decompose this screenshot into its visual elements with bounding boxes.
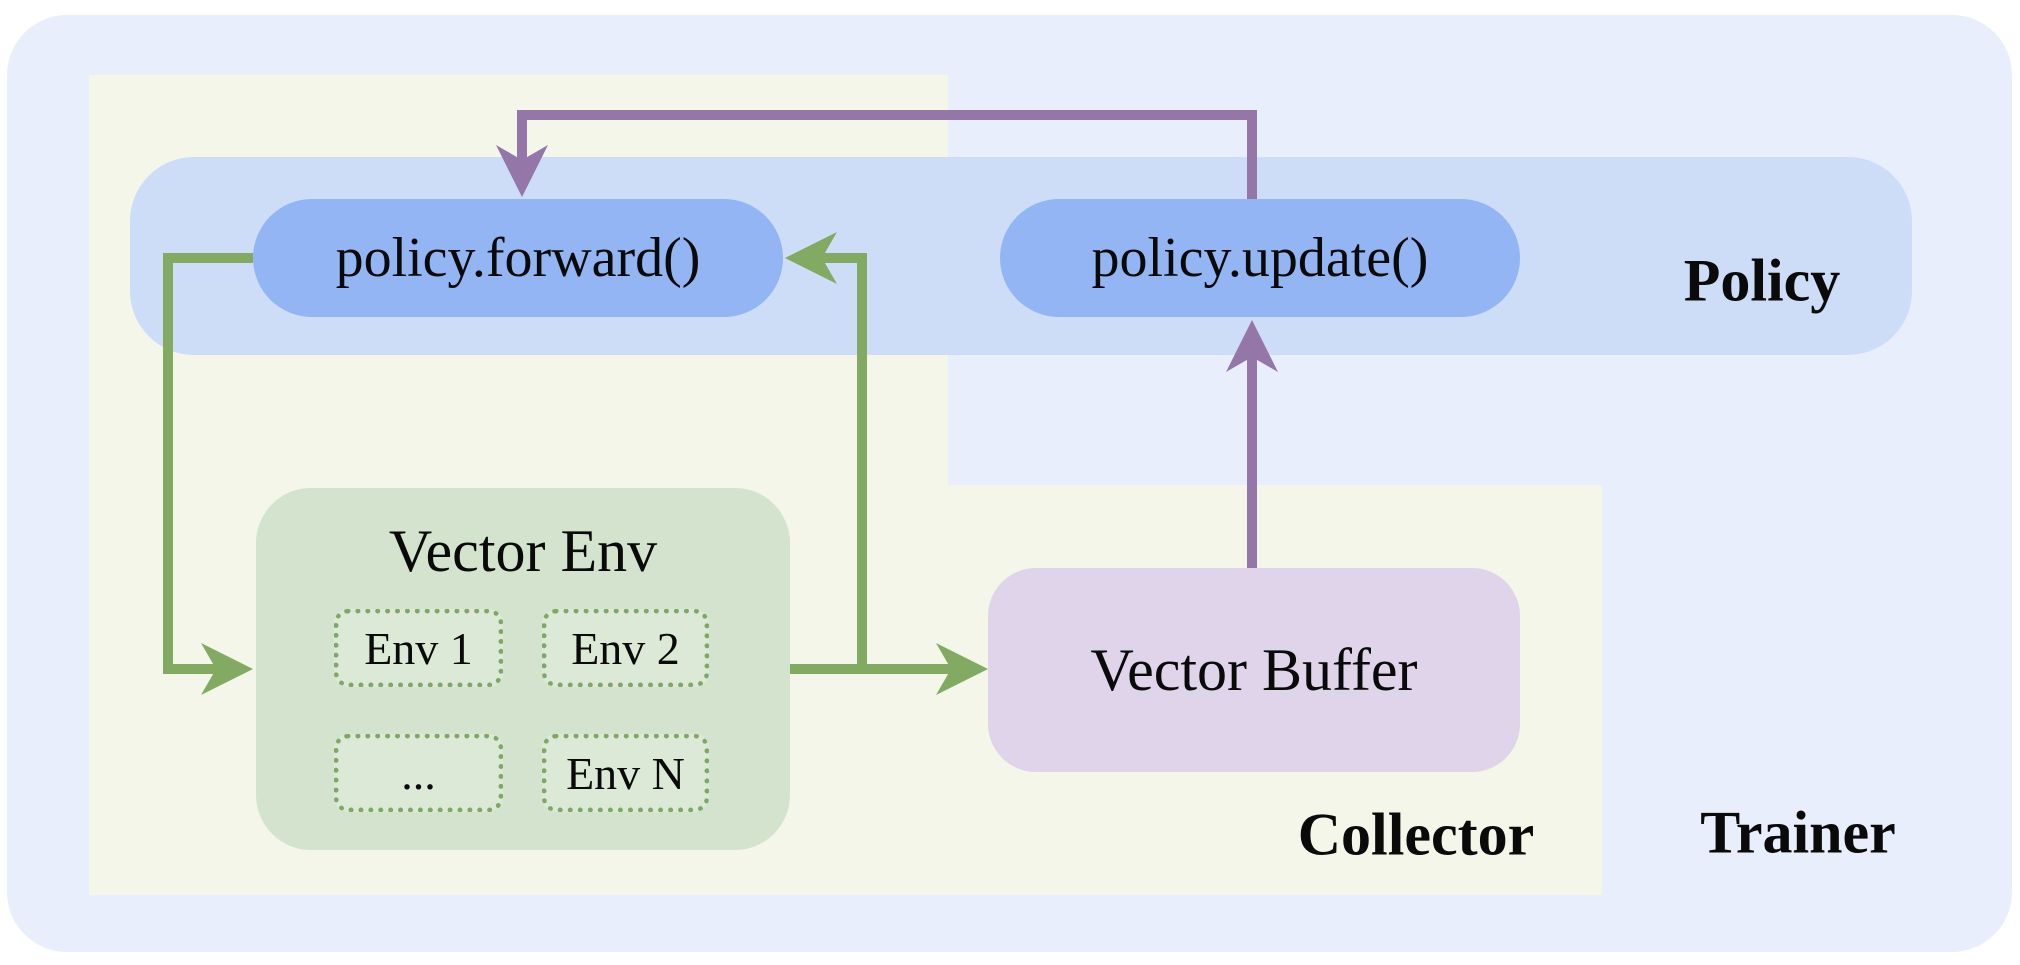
vector-env-box: Vector Env Env 1 Env 2 ... Env N bbox=[256, 488, 790, 850]
vector-env-title: Vector Env bbox=[388, 518, 658, 584]
env-item-ellipsis: ... bbox=[334, 734, 503, 812]
env-item-1: Env 1 bbox=[334, 609, 503, 687]
env-item-2: Env 2 bbox=[542, 609, 709, 687]
policy-update-label: policy.update() bbox=[1091, 227, 1429, 289]
env-item-1-label: Env 1 bbox=[364, 622, 473, 674]
env-item-n-label: Env N bbox=[566, 747, 685, 799]
env-item-n: Env N bbox=[542, 734, 709, 812]
vector-buffer-label: Vector Buffer bbox=[1090, 636, 1418, 703]
policy-update-node: policy.update() bbox=[1000, 199, 1520, 317]
trainer-zone-label: Trainer bbox=[1700, 799, 1896, 866]
policy-forward-node: policy.forward() bbox=[253, 199, 783, 317]
policy-forward-label: policy.forward() bbox=[335, 227, 701, 289]
collector-zone-label: Collector bbox=[1297, 801, 1535, 868]
policy-zone-label: Policy bbox=[1683, 247, 1841, 314]
vector-buffer-node: Vector Buffer bbox=[988, 568, 1520, 772]
env-item-2-label: Env 2 bbox=[571, 622, 680, 674]
env-item-ellipsis-label: ... bbox=[401, 747, 436, 799]
